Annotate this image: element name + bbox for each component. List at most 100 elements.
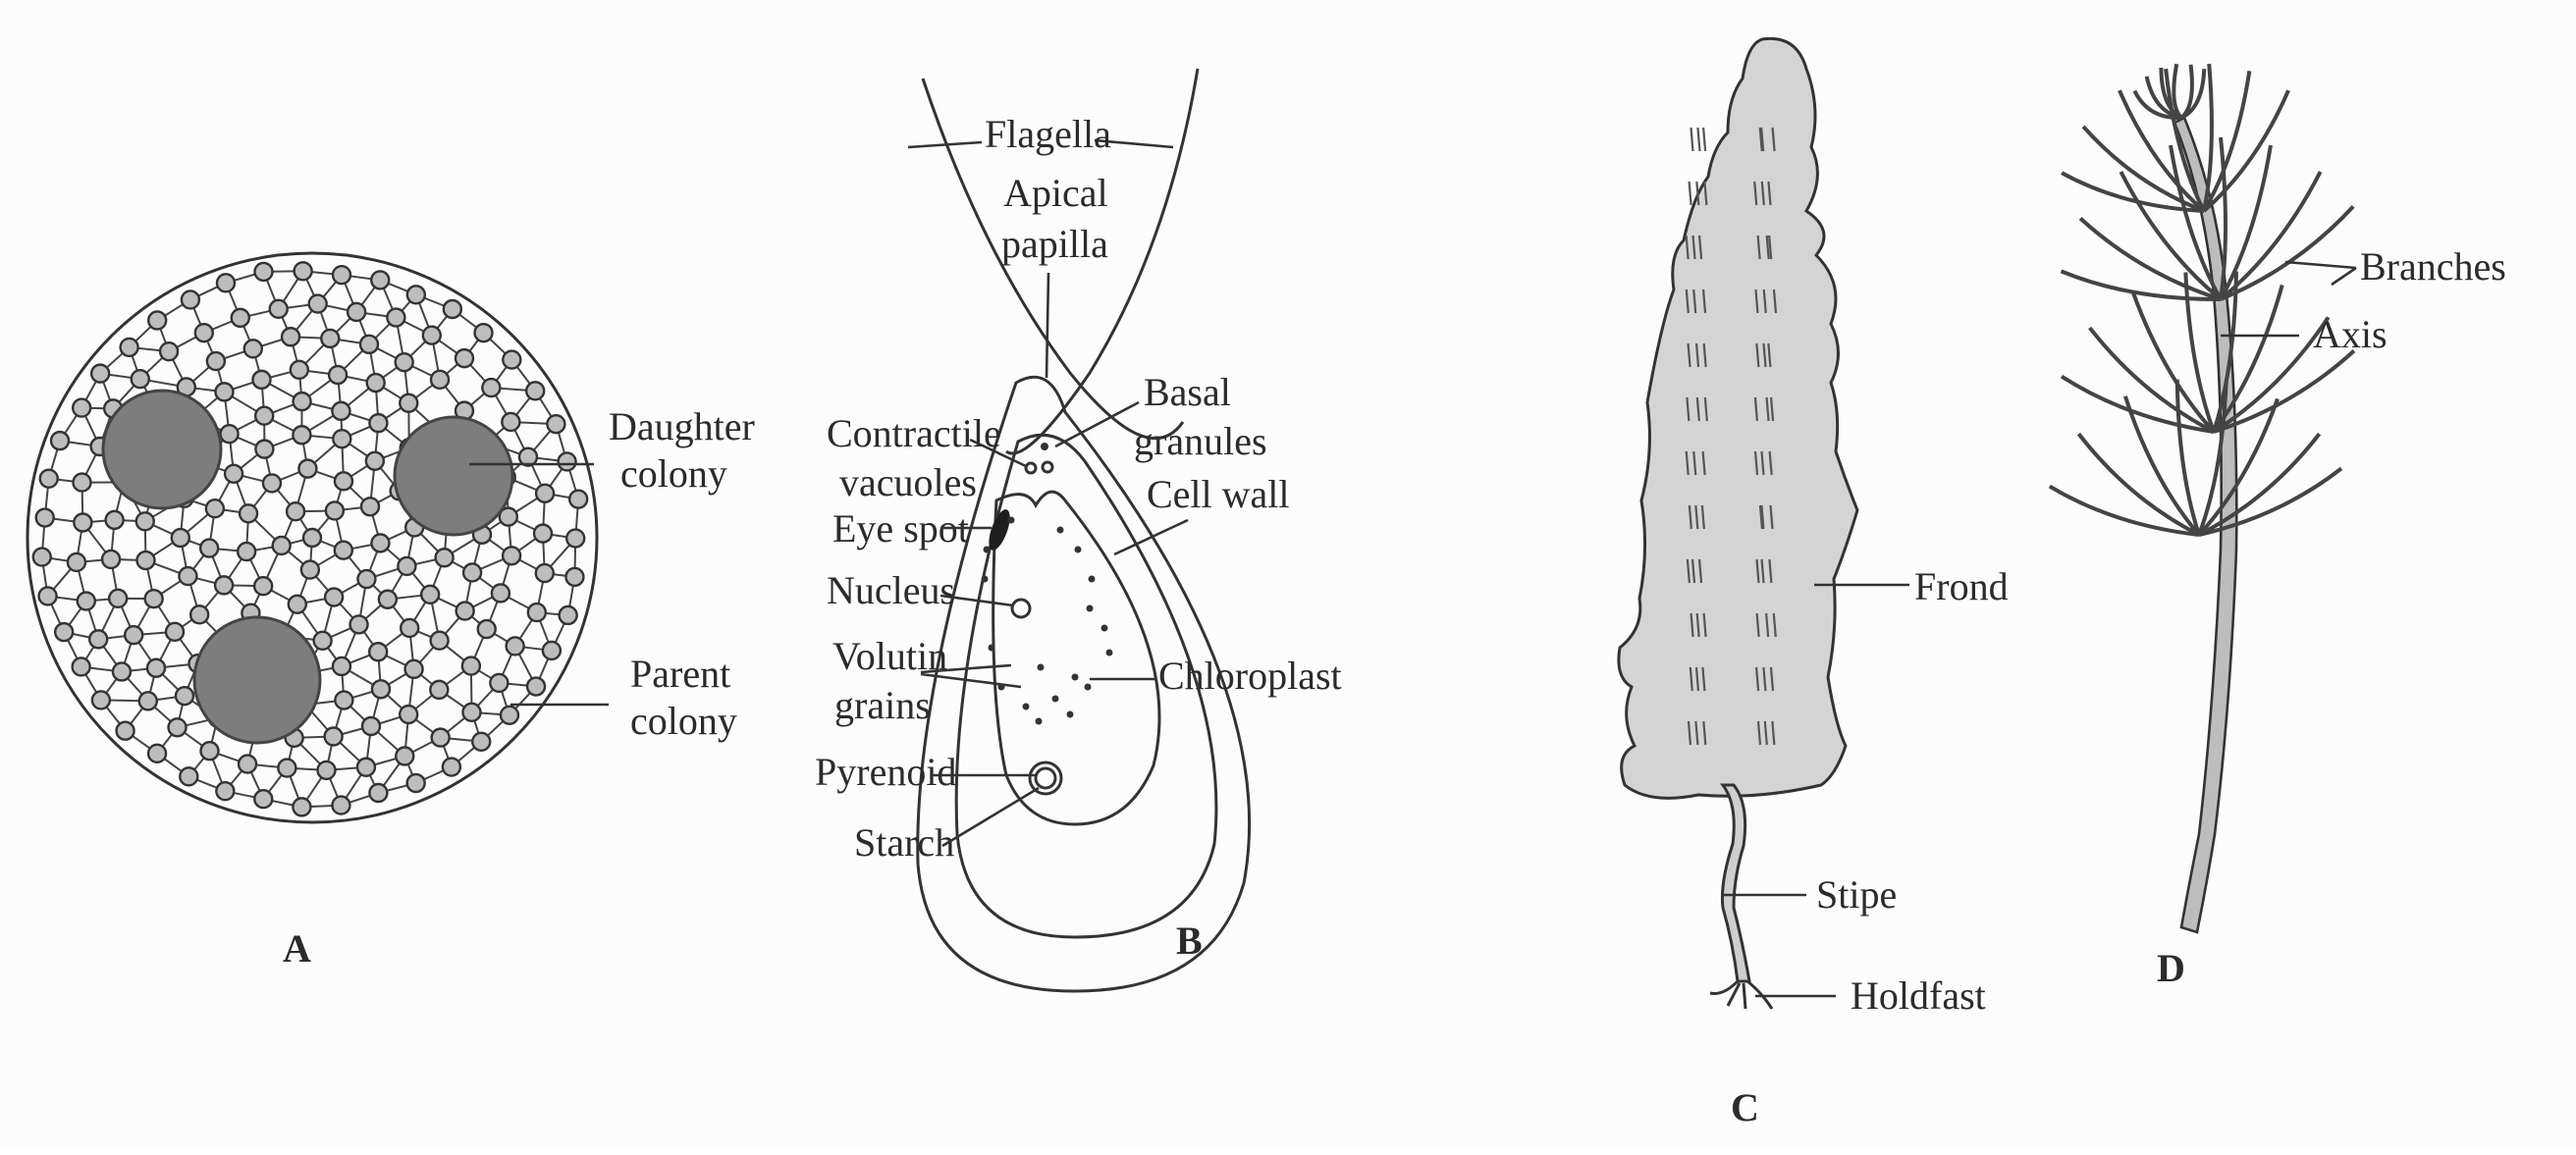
colony-cell bbox=[91, 365, 109, 383]
colony-cell bbox=[421, 586, 439, 604]
frond-label: Frond bbox=[1914, 564, 2009, 608]
colony-cell bbox=[503, 547, 520, 564]
volutin-grains-label: Volutin grains bbox=[832, 634, 957, 727]
colony-cell bbox=[369, 643, 387, 660]
colony-cell bbox=[472, 733, 490, 751]
colony-cell bbox=[148, 311, 166, 329]
colony-cell bbox=[456, 603, 474, 620]
colony-cell bbox=[255, 441, 273, 458]
branches-leader-2 bbox=[2332, 268, 2356, 285]
branch bbox=[2174, 64, 2181, 118]
flagella-label: Flagella bbox=[985, 112, 1111, 156]
colony-cell bbox=[301, 561, 319, 579]
colony-cell bbox=[291, 361, 308, 379]
colony-cell bbox=[361, 498, 379, 515]
colony-cell bbox=[255, 407, 273, 425]
colony-cell bbox=[139, 692, 157, 709]
colony-cell bbox=[350, 615, 368, 633]
colony-cell bbox=[182, 290, 199, 308]
branch bbox=[2204, 90, 2288, 211]
colony-cell bbox=[526, 382, 544, 399]
colony-cell bbox=[482, 379, 500, 396]
colony-cell bbox=[273, 537, 291, 554]
colony-cell bbox=[371, 534, 389, 551]
colony-cell bbox=[502, 413, 519, 431]
colony-cell bbox=[507, 637, 524, 655]
colony-cell bbox=[200, 540, 218, 557]
colony-cell bbox=[68, 553, 85, 571]
colony-cell bbox=[201, 742, 219, 760]
colony-cell bbox=[400, 706, 417, 723]
colony-cell bbox=[379, 591, 397, 608]
colony-cell bbox=[36, 509, 54, 527]
axis-label: Axis bbox=[2313, 312, 2388, 356]
daughter-colony-3 bbox=[194, 617, 320, 743]
chloroplast-label: Chloroplast bbox=[1158, 654, 1342, 698]
colony-cell bbox=[396, 353, 413, 371]
colony-cell bbox=[240, 504, 257, 522]
colony-cell bbox=[172, 529, 189, 547]
colony-cell bbox=[39, 587, 57, 604]
colony-cell bbox=[293, 798, 310, 815]
colony-cell bbox=[117, 722, 134, 740]
colony-cell bbox=[225, 465, 242, 483]
branch bbox=[2050, 487, 2199, 535]
colony-cell bbox=[254, 577, 272, 595]
colony-cell bbox=[325, 728, 343, 746]
colony-cell bbox=[534, 525, 552, 543]
colony-cell bbox=[166, 623, 184, 641]
volutin-grain bbox=[1052, 696, 1059, 703]
holdfast-label: Holdfast bbox=[1851, 973, 1986, 1018]
colony-cell bbox=[335, 692, 352, 709]
colony-cell bbox=[371, 271, 389, 289]
colony-cell bbox=[372, 680, 390, 698]
colony-cell bbox=[287, 502, 304, 520]
colony-cell bbox=[244, 340, 262, 357]
colony-cell bbox=[565, 568, 583, 586]
colony-cell bbox=[333, 266, 350, 284]
volutin-grain bbox=[1087, 605, 1094, 612]
apical-papilla-label: Apical papilla bbox=[1001, 171, 1118, 266]
pyrenoid-label: Pyrenoid bbox=[815, 750, 956, 794]
volutin-grain bbox=[1038, 664, 1045, 671]
colony-cell bbox=[74, 513, 91, 531]
colony-cell bbox=[490, 674, 508, 692]
starch-label: Starch bbox=[854, 820, 954, 865]
colony-cell bbox=[221, 425, 239, 443]
colony-cell bbox=[51, 432, 69, 449]
volutin-grain bbox=[1067, 711, 1074, 718]
colony-cell bbox=[366, 452, 384, 470]
colony-cell bbox=[547, 415, 564, 433]
volutin-grain bbox=[1036, 718, 1043, 725]
branch bbox=[2199, 434, 2320, 535]
basal-granule bbox=[1041, 443, 1048, 450]
colony-cell bbox=[303, 529, 321, 547]
colony-cell bbox=[206, 499, 224, 517]
colony-cell bbox=[332, 797, 349, 814]
colony-cell bbox=[73, 474, 90, 492]
colony-cell bbox=[321, 330, 339, 347]
colony-cell bbox=[136, 551, 154, 569]
volutin-grain bbox=[989, 645, 995, 652]
volutin-grain bbox=[984, 547, 991, 553]
colony-cell bbox=[263, 474, 281, 492]
colony-cell bbox=[207, 352, 225, 370]
frond-mark bbox=[1690, 128, 1692, 151]
colony-cell bbox=[73, 399, 90, 417]
colony-cell bbox=[317, 761, 335, 779]
colony-cell bbox=[176, 687, 193, 705]
colony-cell bbox=[215, 383, 233, 400]
volutin-grain bbox=[1072, 674, 1079, 681]
colony-cell bbox=[387, 309, 404, 327]
colony-cell bbox=[239, 756, 256, 773]
colony-cell bbox=[169, 718, 187, 736]
colony-cell bbox=[252, 371, 270, 389]
panel-b-caption: B bbox=[1176, 919, 1203, 963]
volutin-grain bbox=[1023, 704, 1030, 710]
colony-cell bbox=[430, 681, 448, 699]
colony-cell bbox=[462, 704, 480, 721]
volutin-grain bbox=[1008, 517, 1015, 524]
colony-cell bbox=[398, 557, 415, 575]
panel-d: Branches Axis D bbox=[2050, 64, 2506, 990]
colony-cell bbox=[478, 620, 496, 638]
